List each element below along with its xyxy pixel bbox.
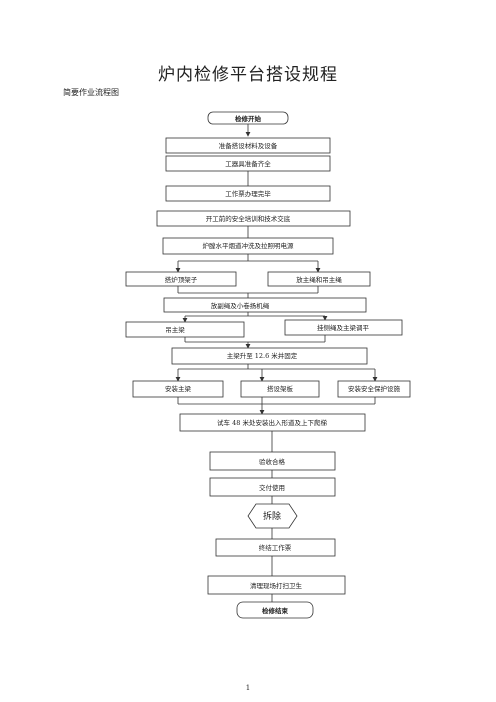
svg-text:挂侧绳及主梁调平: 挂侧绳及主梁调平 [317,323,370,332]
step-test-run: 试车 48 米处安装出入形道及上下爬梯 [179,413,366,432]
svg-text:放副绳及小卷扬机绳: 放副绳及小卷扬机绳 [211,301,270,310]
svg-text:检修结束: 检修结束 [262,606,289,615]
svg-text:检修开始: 检修开始 [235,114,262,123]
svg-text:安装主梁: 安装主梁 [165,384,192,393]
step-handover: 交付使用 [209,477,336,497]
step-flush-and-light: 炉膛水平烟道冲洗及拉照明电源 [162,237,334,255]
svg-text:开工前的安全培训和技术交底: 开工前的安全培训和技术交底 [206,214,291,223]
svg-text:炉膛水平烟道冲洗及拉照明电源: 炉膛水平烟道冲洗及拉照明电源 [203,241,295,250]
step-lift-beam: 吊主梁 [125,321,245,338]
step-lay-boards: 搭设架板 [240,380,320,398]
step-beam-to-level: 主梁升至 12.6 米并固定 [171,347,368,365]
svg-text:安装安全保护设施: 安装安全保护设施 [348,384,401,393]
step-build-top-frame: 搭炉顶架子 [125,271,237,287]
svg-text:主梁升至 12.6 米并固定: 主梁升至 12.6 米并固定 [227,351,298,360]
step-close-permit: 终结工作票 [215,538,336,557]
svg-text:拆除: 拆除 [263,510,281,522]
svg-text:准备搭设材料及设备: 准备搭设材料及设备 [219,141,278,150]
step-inspection-pass: 验收合格 [209,451,336,471]
page-title: 炉内检修平台搭设规程 [158,65,338,85]
svg-text:终结工作票: 终结工作票 [259,543,292,552]
svg-text:试车 48 米处安装出入形道及上下爬梯: 试车 48 米处安装出入形道及上下爬梯 [217,418,327,427]
svg-text:工器具准备齐全: 工器具准备齐全 [225,159,271,168]
step-start: 检修开始 [207,111,289,125]
step-work-permit: 工作票办理完毕 [165,185,331,202]
svg-text:吊主梁: 吊主梁 [165,325,185,334]
svg-text:交付使用: 交付使用 [259,483,285,492]
step-prepare-materials: 准备搭设材料及设备 [165,137,331,154]
svg-text:搭炉顶架子: 搭炉顶架子 [165,275,198,284]
step-dismantle: 拆除 [247,503,298,529]
step-safety-briefing: 开工前的安全培训和技术交底 [156,210,351,227]
step-winch-setup: 放副绳及小卷扬机绳 [163,297,367,313]
flow-connectors [175,124,378,602]
svg-text:搭设架板: 搭设架板 [267,384,294,393]
step-place-ropes: 放主绳和吊主绳 [267,271,371,287]
svg-text:清理现场打扫卫生: 清理现场打扫卫生 [250,581,303,590]
page-subtitle: 简要作业流程图 [63,88,119,97]
svg-text:验收合格: 验收合格 [259,457,286,466]
step-install-beam: 安装主梁 [132,380,224,398]
svg-text:工作票办理完毕: 工作票办理完毕 [225,189,271,198]
step-end: 检修结束 [236,601,314,619]
page-number: 1 [245,684,251,692]
step-cleanup: 清理现场打扫卫生 [207,575,346,595]
step-install-safety: 安装安全保护设施 [337,380,411,398]
svg-text:放主绳和吊主绳: 放主绳和吊主绳 [296,275,342,284]
step-tools-ready: 工器具准备齐全 [165,155,331,172]
step-side-rope-adjust: 挂侧绳及主梁调平 [284,319,403,336]
